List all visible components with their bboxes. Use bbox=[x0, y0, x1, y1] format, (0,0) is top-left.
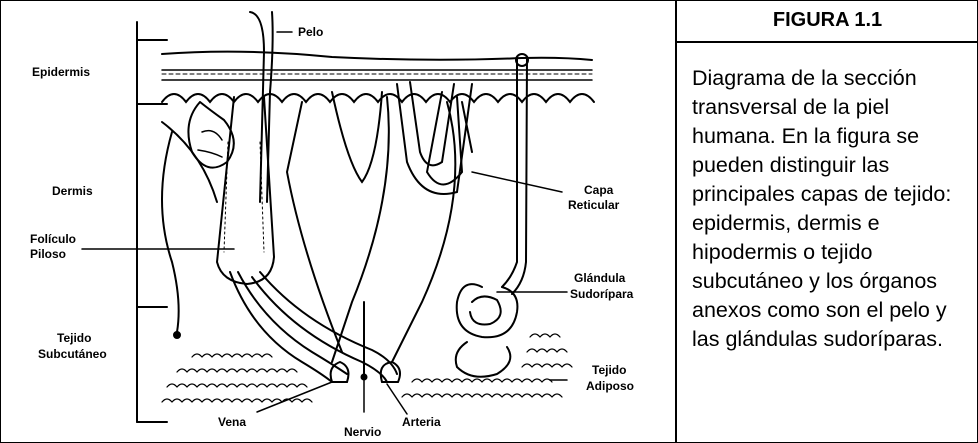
hair-shaft bbox=[250, 12, 264, 202]
label-capa-2: Reticular bbox=[568, 198, 620, 212]
figure-number: FIGURA 1.1 bbox=[677, 0, 978, 43]
label-epidermis: Epidermis bbox=[32, 65, 90, 79]
label-nervio: Nervio bbox=[344, 425, 381, 439]
leader-arteria bbox=[387, 384, 407, 414]
label-foliculo-1: Folículo bbox=[30, 232, 76, 246]
label-adiposo-1: Tejido bbox=[592, 363, 626, 377]
dermal-papillae bbox=[162, 94, 594, 102]
figure-caption: Diagrama de la sección transversal de la… bbox=[692, 64, 974, 354]
vein bbox=[230, 272, 332, 382]
label-pelo: Pelo bbox=[298, 25, 323, 39]
label-vena: Vena bbox=[218, 415, 246, 429]
label-tejido-sub-2: Subcutáneo bbox=[38, 347, 107, 361]
label-foliculo-2: Piloso bbox=[30, 247, 66, 261]
panel-divider bbox=[675, 0, 677, 443]
sweat-gland-coil bbox=[456, 284, 518, 377]
skin-cross-section-diagram: Pelo Epidermis Dermis Folículo Piloso Te… bbox=[2, 2, 674, 440]
epidermis-bracket bbox=[137, 40, 167, 104]
sweat-duct bbox=[502, 57, 517, 287]
label-tejido-sub-1: Tejido bbox=[57, 331, 91, 345]
label-adiposo-2: Adiposo bbox=[586, 379, 634, 393]
label-arteria: Arteria bbox=[402, 415, 441, 429]
label-dermis: Dermis bbox=[52, 184, 93, 198]
hair-follicle bbox=[217, 97, 274, 284]
label-glandula-1: Glándula bbox=[574, 271, 626, 285]
label-capa-1: Capa bbox=[584, 183, 614, 197]
adipose-tissue bbox=[162, 334, 572, 402]
label-glandula-2: Sudorípara bbox=[570, 287, 634, 301]
